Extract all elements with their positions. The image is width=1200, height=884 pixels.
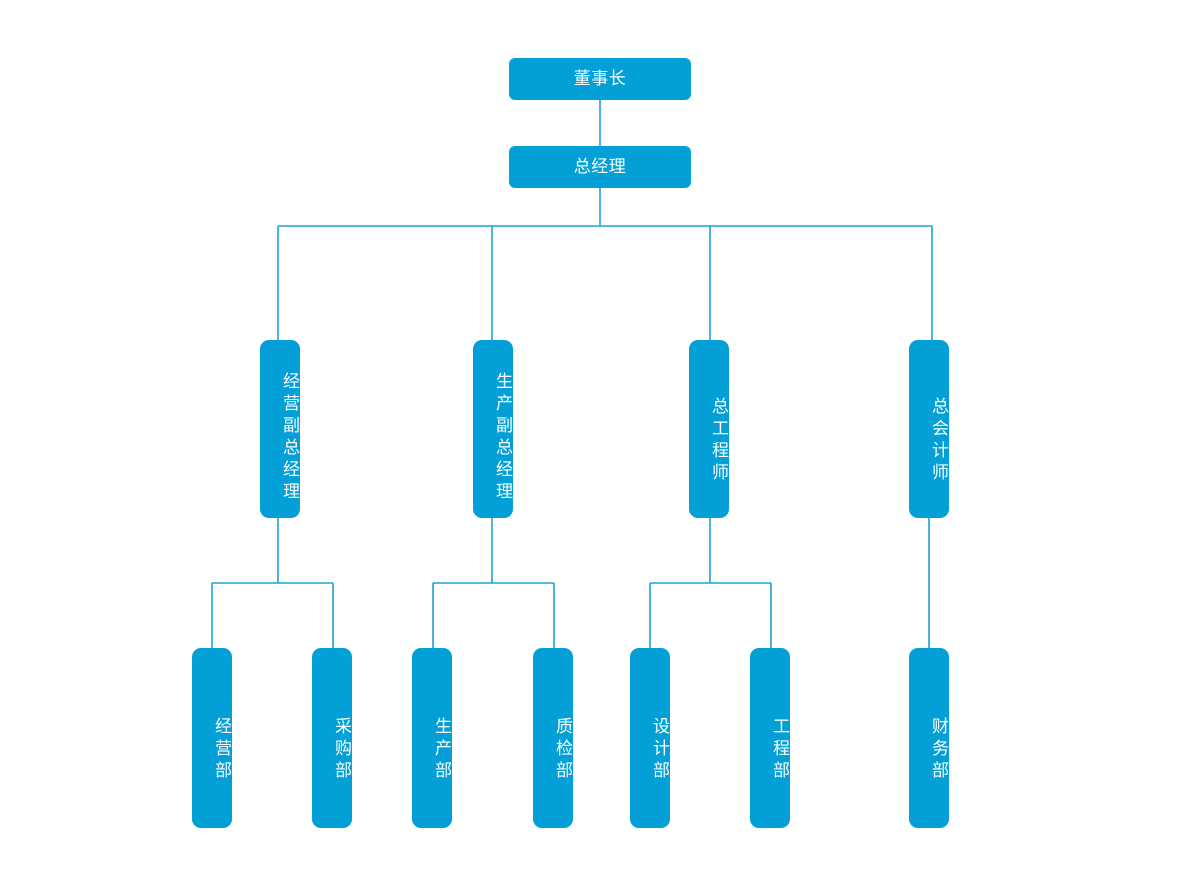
node-dept-operations[interactable]: 经营部 bbox=[192, 648, 232, 828]
node-vp-operations-label: 经营副总经理 bbox=[280, 372, 299, 504]
node-dept-finance-label: 财务部 bbox=[929, 717, 948, 783]
node-chairman-label: 董事长 bbox=[573, 68, 627, 88]
node-dept-finance[interactable]: 财务部 bbox=[909, 648, 949, 828]
node-dept-production-label: 生产部 bbox=[432, 717, 451, 783]
node-dept-quality-label: 质检部 bbox=[553, 717, 572, 783]
node-chairman[interactable]: 董事长 bbox=[509, 58, 691, 100]
node-dept-operations-label: 经营部 bbox=[212, 717, 231, 783]
node-vp-production-label: 生产副总经理 bbox=[493, 372, 512, 504]
node-dept-engineering-label: 工程部 bbox=[770, 717, 789, 783]
node-dept-procurement-label: 采购部 bbox=[332, 717, 351, 783]
node-chief-accountant[interactable]: 总会计师 bbox=[909, 340, 949, 518]
node-chief-engineer[interactable]: 总工程师 bbox=[689, 340, 729, 518]
node-dept-procurement[interactable]: 采购部 bbox=[312, 648, 352, 828]
node-general-manager-label: 总经理 bbox=[573, 156, 627, 176]
node-chief-engineer-label: 总工程师 bbox=[709, 397, 728, 485]
node-dept-production[interactable]: 生产部 bbox=[412, 648, 452, 828]
node-general-manager[interactable]: 总经理 bbox=[509, 146, 691, 188]
node-dept-engineering[interactable]: 工程部 bbox=[750, 648, 790, 828]
node-dept-design[interactable]: 设计部 bbox=[630, 648, 670, 828]
node-vp-production[interactable]: 生产副总经理 bbox=[473, 340, 513, 518]
node-chief-accountant-label: 总会计师 bbox=[929, 397, 948, 485]
node-dept-quality[interactable]: 质检部 bbox=[533, 648, 573, 828]
node-vp-operations[interactable]: 经营副总经理 bbox=[260, 340, 300, 518]
node-dept-design-label: 设计部 bbox=[650, 717, 669, 783]
